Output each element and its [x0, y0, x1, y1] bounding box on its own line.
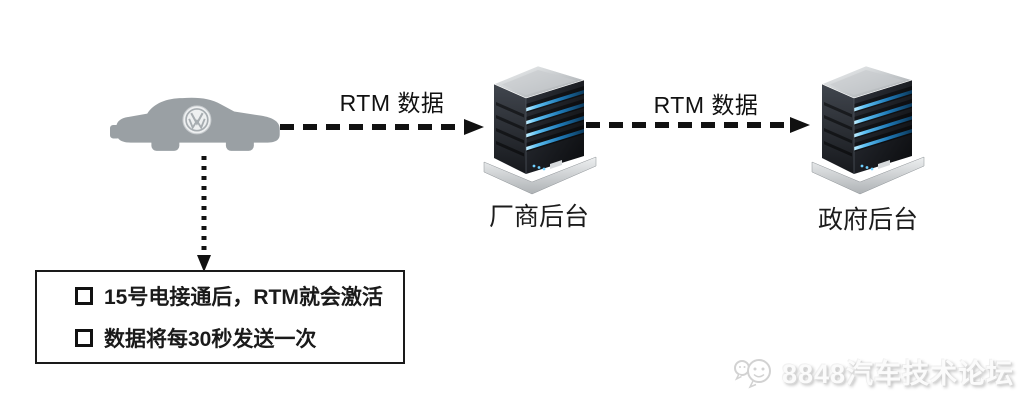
server-icon-government: [811, 65, 925, 195]
flow-label-rtm-2: RTM 数据: [653, 92, 759, 118]
note-item-text: 15号电接通后，RTM就会激活: [104, 286, 383, 309]
server-vent-slits: [496, 102, 524, 157]
flow-label-rtm-1: RTM 数据: [339, 90, 445, 116]
server-vent-slits: [824, 102, 852, 157]
arrow-rtm-2: [586, 117, 810, 133]
watermark-text: 8848汽车技术论坛: [782, 359, 1015, 389]
note-item-1: 15号电接通后，RTM就会激活: [75, 281, 403, 311]
arrow-rtm-1: [280, 119, 484, 135]
car-icon: [110, 97, 280, 151]
note-item-2: 数据将每30秒发送一次: [75, 323, 403, 353]
arrow-car-to-note: [197, 156, 211, 272]
server-caption-government: 政府后台: [817, 206, 918, 234]
square-bullet-icon: [75, 329, 93, 347]
server-caption-manufacturer: 厂商后台: [488, 203, 589, 231]
server-drive-bays: [526, 86, 584, 152]
vw-logo-icon: [182, 105, 212, 135]
server-icon-manufacturer: [483, 65, 597, 195]
watermark: 8848汽车技术论坛: [732, 352, 1014, 391]
chat-bubbles-icon: [734, 358, 771, 388]
server-leds: [532, 160, 562, 171]
server-drive-bays: [854, 86, 912, 152]
server-leds: [860, 160, 890, 171]
note-box: 15号电接通后，RTM就会激活 数据将每30秒发送一次: [35, 270, 405, 364]
note-item-text: 数据将每30秒发送一次: [104, 328, 317, 351]
square-bullet-icon: [75, 287, 93, 305]
